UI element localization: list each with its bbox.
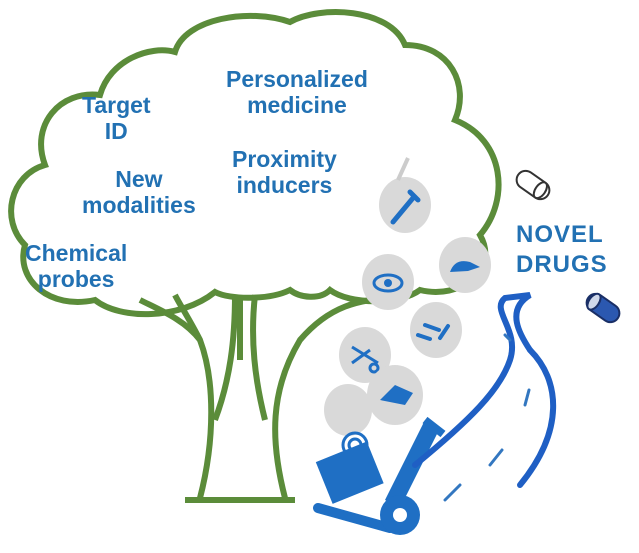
label-personalized-medicine: Personalized medicine (226, 66, 368, 118)
apple-mouse (439, 237, 491, 293)
label-novel-drugs: NOVEL DRUGS (516, 220, 608, 280)
apple-pipette (379, 157, 431, 233)
apple-eye (362, 254, 414, 310)
fish-icon (416, 323, 450, 341)
label-proximity-inducers: Proximity inducers (232, 146, 337, 198)
label-line: inducers (236, 172, 333, 198)
label-line: New (115, 166, 163, 192)
label-line: NOVEL (516, 221, 604, 248)
apple-fish (410, 302, 462, 358)
label-new-modalities: New modalities (82, 166, 196, 218)
label-target-id: Target ID (82, 92, 151, 144)
road-icon (412, 292, 557, 502)
label-line: Chemical (25, 240, 128, 266)
label-chemical-probes: Chemical probes (25, 240, 127, 292)
hand-truck-icon (313, 416, 446, 535)
label-line: ID (104, 118, 128, 144)
pipette-icon (390, 189, 421, 225)
capsule-icon (515, 169, 551, 201)
truck-icon (380, 385, 413, 405)
capsule-icon (585, 292, 621, 324)
apple-truck (367, 365, 423, 425)
scissors-icon (351, 345, 380, 374)
label-line: Target (82, 92, 151, 118)
apple-scissors (339, 327, 391, 383)
mouse-icon (450, 261, 480, 272)
label-line: medicine (247, 92, 347, 118)
label-line: Proximity (232, 146, 337, 172)
label-line: DRUGS (516, 251, 608, 278)
label-line: modalities (82, 192, 196, 218)
eye-icon (372, 273, 404, 293)
tree-trunk (138, 293, 391, 503)
apple-small (324, 384, 372, 436)
label-line: Personalized (226, 66, 368, 92)
apples (324, 157, 491, 436)
tree-crown (8, 9, 502, 318)
label-line: probes (37, 266, 115, 292)
